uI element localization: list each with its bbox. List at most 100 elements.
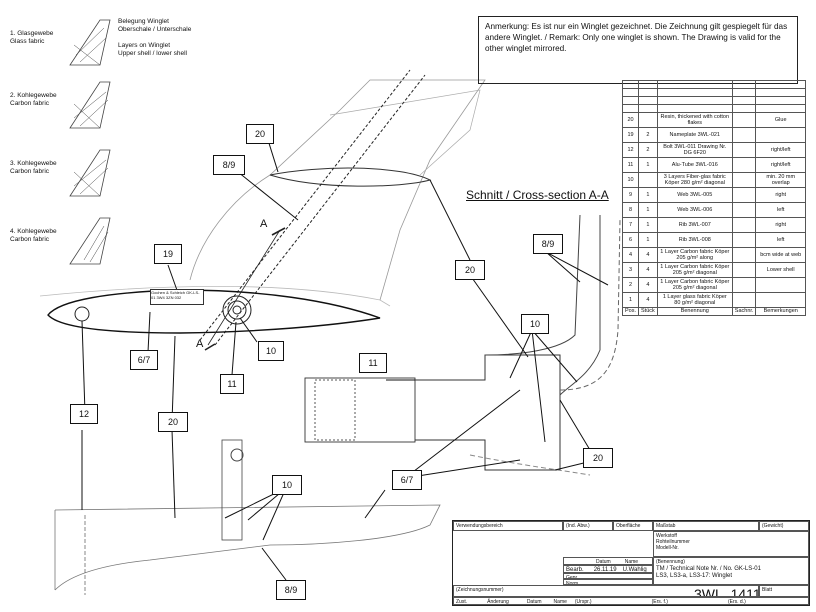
title-block: Verwendungsbereich (Ind. Abw.) Oberfläch… bbox=[452, 520, 810, 606]
parts-cell-pos: 1 bbox=[621, 292, 640, 308]
tag-20-top: 20 bbox=[246, 124, 274, 144]
parts-cell-rem: right/left bbox=[755, 142, 806, 158]
parts-cell-desc: Alu-Tube 3WL-016 bbox=[656, 157, 733, 173]
parts-cell-pos: 10 bbox=[621, 172, 640, 188]
parts-header-desc: Benennung bbox=[656, 307, 733, 316]
parts-row: 20 Resin, thickened with cotton flakes Glu… bbox=[621, 112, 806, 128]
parts-cell-rem: Glue bbox=[755, 112, 806, 128]
parts-cell-pos: 6 bbox=[621, 232, 640, 248]
tag-20-section: 20 bbox=[583, 448, 613, 468]
tag-6-7-section: 6/7 bbox=[392, 470, 422, 490]
section-marker-lower: A bbox=[196, 338, 204, 350]
tag-10-left: 10 bbox=[258, 341, 284, 361]
parts-cell-desc: Web 3WL-005 bbox=[656, 187, 733, 203]
parts-cell-pos: 3 bbox=[621, 262, 640, 278]
parts-header-pos: Pos. bbox=[621, 307, 640, 316]
parts-cell-pos: 8 bbox=[621, 202, 640, 218]
parts-cell-rem bbox=[755, 127, 806, 143]
parts-cell-pos: 7 bbox=[621, 217, 640, 233]
parts-cell-desc: 1 Layer glass fabric Köper 80 g/m² diago… bbox=[656, 292, 733, 308]
parts-cell-mat bbox=[731, 202, 757, 218]
parts-cell-qty: 4 bbox=[638, 262, 658, 278]
parts-cell-rem: min. 20 mm overlap bbox=[755, 172, 806, 188]
parts-cell-desc: Rib 3WL-007 bbox=[656, 217, 733, 233]
parts-cell-pos: 11 bbox=[621, 157, 640, 173]
parts-cell-pos: 20 bbox=[621, 112, 640, 128]
tb-blatt: Blatt bbox=[759, 585, 809, 597]
parts-cell-qty: 1 bbox=[638, 232, 658, 248]
parts-row: 10 3 Layers Fiber-glas fabric Köper 280 g… bbox=[621, 172, 806, 188]
parts-cell-desc: Rib 3WL-008 bbox=[656, 232, 733, 248]
parts-cell-rem: Lower shell bbox=[755, 262, 806, 278]
parts-cell-mat bbox=[731, 187, 757, 203]
tag-11-left: 11 bbox=[220, 374, 244, 394]
parts-header-mat: Sachnr. bbox=[731, 307, 757, 316]
parts-cell-mat bbox=[731, 157, 757, 173]
section-marker-upper: A bbox=[260, 218, 268, 230]
parts-cell-desc: 1 Layer Carbon fabric Köper 205 g/m² dia… bbox=[656, 262, 733, 278]
section-title: Schnitt / Cross-section A-A bbox=[466, 188, 609, 202]
tb-benennung: (Benennung)TM / Technical Note Nr. / No.… bbox=[653, 557, 809, 585]
parts-cell-rem: right bbox=[755, 217, 806, 233]
parts-cell-qty: 2 bbox=[638, 127, 658, 143]
parts-cell-desc: Web 3WL-006 bbox=[656, 202, 733, 218]
parts-cell-desc: 1 Layer Carbon fabric Köper 205 g/m² dia… bbox=[656, 277, 733, 293]
tag-20-left: 20 bbox=[158, 412, 188, 432]
parts-cell-qty: 4 bbox=[638, 247, 658, 263]
parts-row-empty bbox=[621, 88, 806, 97]
parts-cell-rem bbox=[755, 277, 806, 293]
parts-cell-qty: 1 bbox=[638, 202, 658, 218]
parts-cell-qty: 4 bbox=[638, 277, 658, 293]
parts-cell-mat bbox=[731, 142, 757, 158]
parts-cell-pos: 4 bbox=[621, 247, 640, 263]
tag-12: 12 bbox=[70, 404, 98, 424]
parts-cell-qty: 1 bbox=[638, 157, 658, 173]
tb-gepr: Gepr. bbox=[563, 573, 653, 579]
tag-10-bottom: 10 bbox=[272, 475, 302, 495]
parts-cell-mat bbox=[731, 217, 757, 233]
parts-cell-mat bbox=[731, 127, 757, 143]
parts-cell-rem: right bbox=[755, 187, 806, 203]
tag-6-7-left: 6/7 bbox=[130, 350, 158, 370]
parts-cell-mat bbox=[731, 112, 757, 128]
tb-norm: Norm bbox=[563, 579, 653, 585]
parts-row-empty bbox=[621, 80, 806, 89]
parts-header-qty: Stück bbox=[638, 307, 658, 316]
parts-cell-desc: Resin, thickened with cotton flakes bbox=[656, 112, 733, 128]
parts-cell-rem: bcm wide at web bbox=[755, 247, 806, 263]
parts-list: 20 Resin, thickened with cotton flakes Glu… bbox=[621, 80, 806, 316]
tb-oberflaeche: Oberfläche bbox=[613, 521, 653, 531]
parts-cell-mat bbox=[731, 172, 757, 188]
parts-cell-qty: 1 bbox=[638, 217, 658, 233]
tag-8-9-bottom: 8/9 bbox=[276, 580, 306, 600]
tb-drawing-no: (Zeichnungsnummer)3WL_1411 bbox=[453, 585, 759, 597]
parts-cell-pos: 19 bbox=[621, 127, 640, 143]
parts-cell-rem: right/left bbox=[755, 157, 806, 173]
nameplate-label: Gochen & Schleich GK-LS-01 3W4 3ZN 032 bbox=[150, 289, 204, 305]
parts-cell-rem bbox=[755, 292, 806, 308]
parts-cell-rem: left bbox=[755, 202, 806, 218]
tag-19: 19 bbox=[154, 244, 182, 264]
tag-11-section: 11 bbox=[359, 353, 387, 373]
parts-header-rem: Bemerkungen bbox=[755, 307, 806, 316]
parts-cell-desc: 3 Layers Fiber-glas fabric Köper 280 g/m… bbox=[656, 172, 733, 188]
parts-cell-rem: left bbox=[755, 232, 806, 248]
